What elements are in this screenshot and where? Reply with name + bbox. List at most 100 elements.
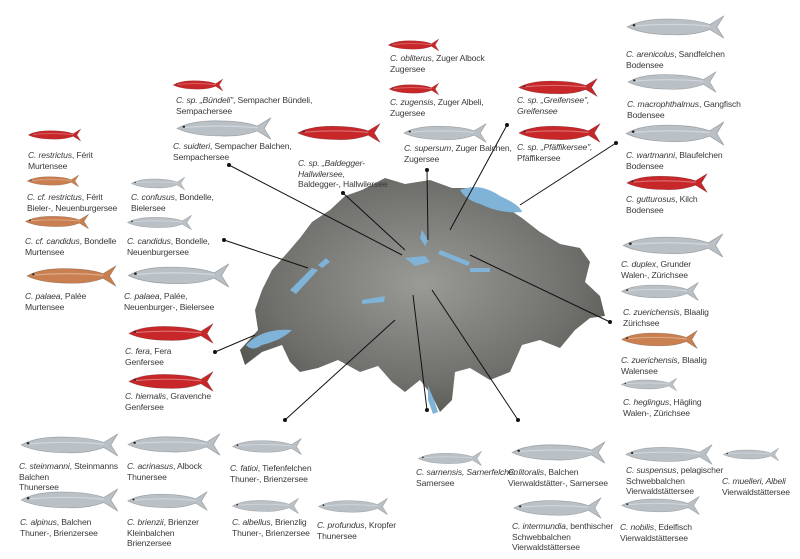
species-name: C. zuerichensis [621, 355, 678, 365]
fish-image [518, 78, 598, 97]
lake-name: Murtensee [25, 246, 65, 257]
species-name: C. confusus [131, 192, 175, 202]
common-name: , Tiefenfelchen [257, 463, 312, 473]
common-name: , Sandfelchen [674, 49, 725, 59]
species-name: C. sp. „Greifensee", [517, 95, 590, 105]
common-name: , Férit [71, 150, 93, 160]
fish-image [511, 441, 606, 464]
fish-image [317, 498, 388, 515]
common-name: , Brienzer [163, 517, 199, 527]
common-name: , Blaufelchen [674, 150, 723, 160]
fish-image [388, 82, 440, 96]
common-name: , Kropfer [364, 520, 397, 530]
lake-name: Vierwaldstättersee [620, 532, 688, 543]
lake-name: Vierwaldstättersee [722, 486, 790, 497]
species-name: C. acrinasus [127, 461, 173, 471]
species-name: C. muelleri, Albeli [722, 476, 786, 486]
fish-image [621, 496, 700, 515]
fish-image [627, 71, 717, 93]
fish-image [127, 433, 221, 456]
connector-line [214, 334, 256, 353]
lake-name: Hallwilersee, [298, 168, 345, 179]
species-name: C. candidus [127, 236, 171, 246]
connector-line [412, 294, 428, 411]
fish-image [24, 213, 89, 230]
connector-line [519, 142, 617, 206]
lake-name: Bodensee [627, 109, 665, 120]
species-name: C. steinmanni [19, 461, 70, 471]
common-name: , Sempacher Bündeli, [233, 95, 313, 105]
common-name: , Albock [172, 461, 202, 471]
common-name: , Gravenche [165, 391, 212, 401]
lake-name: Thuner-, Brienzersee [230, 473, 308, 484]
lake-name: Baldegger-, Hallwilersee [298, 179, 388, 190]
fish-caption: C. suidteri, Sempacher Balchen,Sempacher… [173, 141, 292, 162]
lake-name: Zugersee [390, 63, 426, 74]
lake-name: Kleinbalchen [127, 527, 175, 538]
lake-name: Thunersee [317, 530, 357, 541]
fish-image [626, 173, 708, 193]
species-name: C. supersum [404, 143, 452, 153]
common-name: , benthischer [565, 521, 614, 531]
fish-image [231, 438, 302, 455]
connector-dot [425, 168, 429, 172]
lake-name: Genfersee [125, 356, 164, 367]
lake-name: Bielersee [131, 202, 166, 213]
fish-image [27, 128, 82, 142]
fish-image [126, 214, 192, 231]
fish-caption: C. palaea, Palée,Neuenburger-, Bielersee [124, 291, 214, 312]
common-name: , Steinmanns [69, 461, 119, 471]
fish-image [722, 447, 780, 462]
fish-image [626, 15, 725, 39]
connector-dot [608, 320, 612, 324]
common-name: , Palée [60, 291, 87, 301]
common-name: , Gangfisch [698, 99, 741, 109]
connector-line [223, 239, 309, 269]
lake-name: Sarnersee [416, 477, 455, 488]
fish-image [26, 174, 80, 188]
common-name: , Blaalig [679, 307, 709, 317]
species-name: C. obliterus [390, 53, 432, 63]
fish-image [403, 123, 487, 143]
lake-name: Vierwaldstättersee [512, 542, 580, 553]
lake-name: Walen-, Zürichsee [621, 269, 688, 280]
common-name: , Palée, [159, 291, 188, 301]
connector-line [449, 124, 508, 231]
common-name: , Kilch [675, 194, 698, 204]
common-name: , Fera [149, 346, 172, 356]
common-name: , Bondelle, [170, 236, 210, 246]
lake-name: Neuenburger-, Bielersee [124, 301, 215, 312]
species-name: C. litoralis [508, 467, 544, 477]
connector-line [284, 319, 396, 421]
species-name: C. sp. „Bündeli" [176, 95, 234, 105]
fish-image [625, 444, 713, 465]
fish-image [20, 488, 119, 512]
connector-line [228, 164, 403, 256]
common-name: , Bondelle [79, 236, 117, 246]
species-name: C. gutturosus [626, 194, 676, 204]
species-name: C. brienzii [127, 517, 164, 527]
lake-name: Bodensee [626, 160, 664, 171]
species-name: C. profundus [317, 520, 365, 530]
common-name: , Balchen [543, 467, 579, 477]
species-name: C. sp. „Pfäffikersee", [517, 142, 593, 152]
fish-image [513, 497, 602, 519]
species-name: C. macrophthalmus [627, 99, 699, 109]
species-name: C. hiemalis [125, 391, 166, 401]
species-name: C. duplex [621, 259, 656, 269]
